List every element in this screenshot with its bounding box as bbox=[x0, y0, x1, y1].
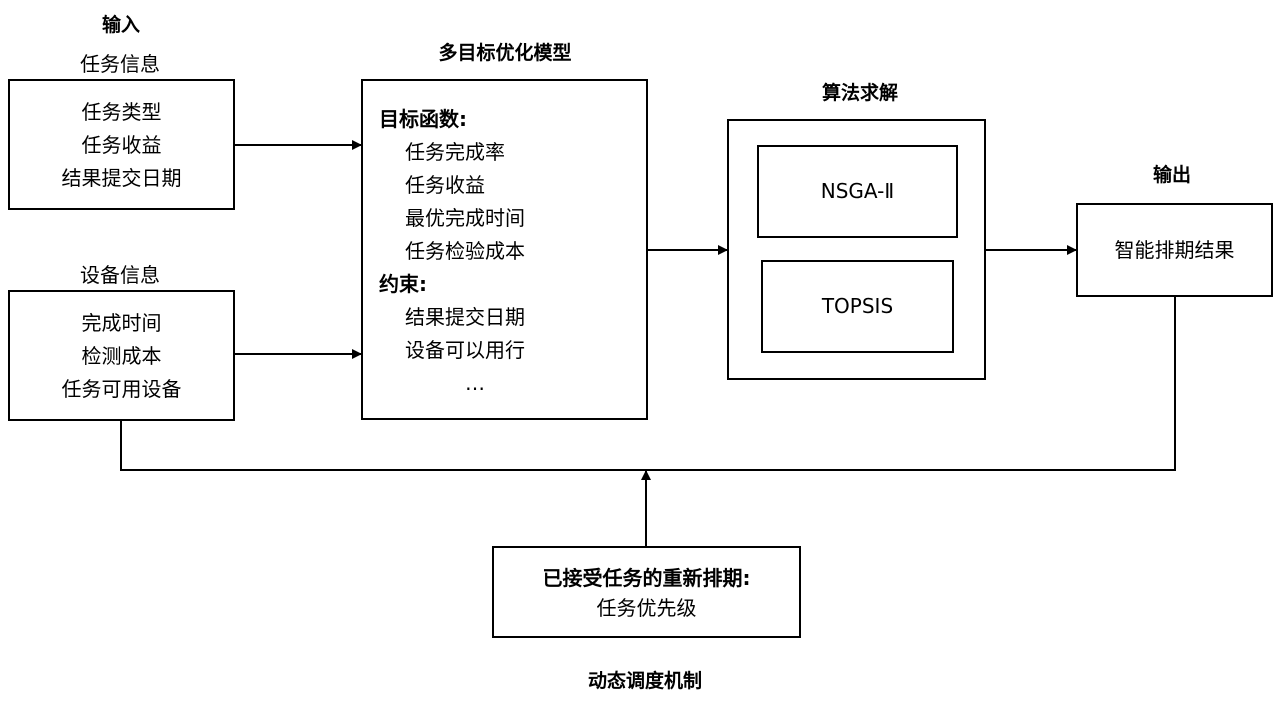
feedback-loop-line bbox=[120, 297, 1176, 471]
objective-item: 任务完成率 bbox=[405, 140, 505, 164]
task-info-caption: 任务信息 bbox=[80, 52, 160, 76]
constraints-label: 约束: bbox=[379, 272, 427, 296]
dynamic-box-title: 已接受任务的重新排期: bbox=[542, 566, 751, 590]
device-info-item: 检测成本 bbox=[81, 344, 162, 368]
output-heading: 输出 bbox=[1152, 164, 1191, 186]
task-info-box: 任务类型 任务收益 结果提交日期 bbox=[8, 79, 235, 210]
objectives-label: 目标函数: bbox=[379, 107, 467, 131]
task-info-item: 任务收益 bbox=[81, 133, 162, 157]
objective-item: 任务检验成本 bbox=[405, 239, 525, 263]
algorithm-box-nsga: NSGA-Ⅱ bbox=[757, 145, 958, 238]
dynamic-caption: 动态调度机制 bbox=[587, 670, 702, 692]
output-box: 智能排期结果 bbox=[1076, 203, 1273, 297]
algorithm-label: TOPSIS bbox=[821, 294, 894, 318]
objective-item: 最优完成时间 bbox=[405, 206, 525, 230]
algorithm-label: NSGA-Ⅱ bbox=[820, 179, 895, 203]
output-result: 智能排期结果 bbox=[1114, 238, 1235, 262]
device-info-box: 完成时间 检测成本 任务可用设备 bbox=[8, 290, 235, 421]
task-info-item: 结果提交日期 bbox=[61, 166, 182, 190]
constraint-item: 设备可以用行 bbox=[405, 338, 525, 362]
objective-item: 任务收益 bbox=[405, 173, 485, 197]
dynamic-box: 已接受任务的重新排期: 任务优先级 bbox=[492, 546, 801, 638]
model-heading: 多目标优化模型 bbox=[438, 42, 572, 64]
constraint-item: 结果提交日期 bbox=[405, 305, 525, 329]
device-info-caption: 设备信息 bbox=[80, 263, 160, 287]
device-info-item: 完成时间 bbox=[81, 311, 162, 335]
constraint-ellipsis: … bbox=[465, 371, 485, 395]
input-heading: 输入 bbox=[101, 14, 140, 36]
task-info-item: 任务类型 bbox=[81, 100, 162, 124]
solver-heading: 算法求解 bbox=[821, 82, 898, 104]
algorithm-box-topsis: TOPSIS bbox=[761, 260, 954, 353]
model-box: 目标函数: 任务完成率 任务收益 最优完成时间 任务检验成本 约束: 结果提交日… bbox=[361, 79, 648, 420]
solver-box: NSGA-Ⅱ TOPSIS bbox=[727, 119, 986, 380]
dynamic-box-item: 任务优先级 bbox=[596, 596, 697, 620]
device-info-item: 任务可用设备 bbox=[61, 377, 182, 401]
